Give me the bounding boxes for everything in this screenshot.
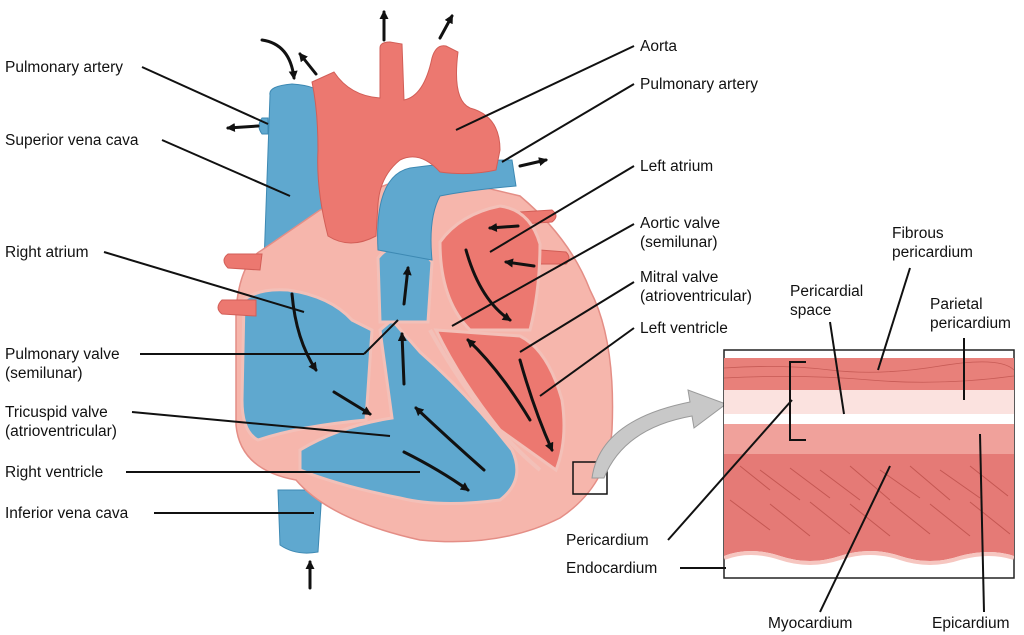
- label-pericardial-space-line1: Pericardial: [790, 283, 864, 300]
- label-pericardial-space-line2: space: [790, 302, 832, 319]
- wall-callout-box: [572, 461, 608, 495]
- label-parietal-pericardium-line1: Parietal: [930, 296, 983, 313]
- septum: [428, 329, 542, 472]
- label-aortic-valve: Aortic valve (semilunar): [640, 214, 720, 252]
- label-left-ventricle: Left ventricle: [640, 320, 728, 337]
- label-parietal-pericardium: Parietal pericardium: [930, 295, 1011, 333]
- label-left-atrium: Left atrium: [640, 158, 714, 175]
- label-inferior-vena-cava: Inferior vena cava: [5, 505, 129, 522]
- label-superior-vena-cava: Superior vena cava: [5, 132, 139, 149]
- label-pericardium: Pericardium: [566, 532, 649, 549]
- epicardium-layer: [724, 424, 1014, 454]
- label-right-ventricle: Right ventricle: [5, 464, 104, 481]
- label-tricuspid-valve-type: (atrioventricular): [5, 423, 117, 440]
- label-epicardium: Epicardium: [932, 615, 1010, 632]
- fibrous-pericardium-layer: [724, 358, 1014, 390]
- label-fibrous-pericardium-line1: Fibrous: [892, 225, 944, 242]
- pulmonary-veins-left: [217, 253, 263, 317]
- label-tricuspid-valve: Tricuspid valve (atrioventricular): [5, 403, 117, 441]
- label-aorta: Aorta: [640, 38, 678, 55]
- label-aortic-valve-type: (semilunar): [640, 234, 718, 251]
- wall-inset: [723, 349, 1015, 579]
- label-fibrous-pericardium: Fibrous pericardium: [892, 224, 973, 262]
- blood-flow-arrows: [226, 10, 554, 590]
- right-ventricle-chamber: [298, 317, 519, 506]
- label-pulmonary-valve: Pulmonary valve (semilunar): [5, 345, 120, 383]
- label-right-atrium: Right atrium: [5, 244, 89, 261]
- label-mitral-valve: Mitral valve (atrioventricular): [640, 268, 752, 306]
- right-atrium-chamber: [240, 288, 374, 442]
- left-atrium-chamber: [438, 204, 542, 332]
- label-pulmonary-valve-type: (semilunar): [5, 365, 83, 382]
- label-mitral-valve-name: Mitral valve: [640, 269, 719, 286]
- endocardium-layer: [724, 551, 1014, 565]
- label-parietal-pericardium-line2: pericardium: [930, 315, 1011, 332]
- label-myocardium: Myocardium: [768, 615, 853, 632]
- label-pulmonary-artery-left: Pulmonary artery: [5, 59, 124, 76]
- heart: [217, 41, 614, 554]
- label-tricuspid-valve-name: Tricuspid valve: [5, 404, 108, 421]
- inferior-vena-cava: [277, 489, 323, 554]
- leader-lines: [103, 45, 985, 613]
- pericardial-space-layer: [724, 390, 1014, 414]
- left-ventricle-chamber: [433, 328, 566, 473]
- label-fibrous-pericardium-line2: pericardium: [892, 244, 973, 261]
- label-aortic-valve-name: Aortic valve: [640, 215, 721, 232]
- label-pulmonary-artery-right: Pulmonary artery: [640, 76, 759, 93]
- label-endocardium: Endocardium: [566, 560, 658, 577]
- label-mitral-valve-type: (atrioventricular): [640, 288, 752, 305]
- aorta: [311, 41, 501, 244]
- label-pulmonary-valve-name: Pulmonary valve: [5, 346, 120, 363]
- serous-layer: [724, 414, 1014, 424]
- label-pericardial-space: Pericardial space: [790, 282, 863, 320]
- pulmonary-artery-trunk: [377, 159, 517, 261]
